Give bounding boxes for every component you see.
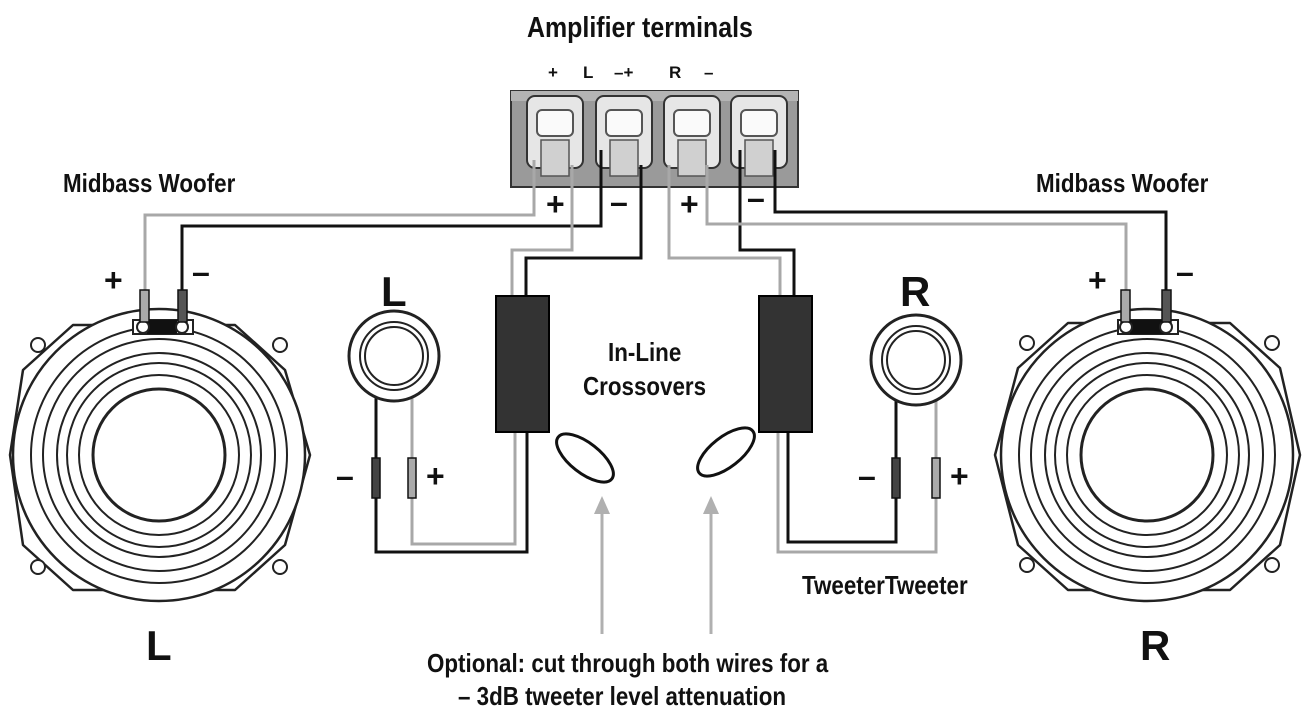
terminal-screw-1	[526, 95, 584, 177]
terminal-label-4: R	[669, 63, 682, 82]
left-woofer	[8, 289, 312, 603]
right-tweeter	[869, 313, 963, 499]
wire-right-xover-minus	[738, 150, 796, 296]
left-tweeter-channel: L	[381, 268, 407, 315]
terminal-screw-4	[730, 95, 788, 177]
terminal-sign-minus-2: –	[747, 180, 765, 216]
wire-left-woofer-minus	[180, 150, 603, 296]
left-tweeter-plus-connector	[407, 457, 417, 499]
left-woofer-plus-sign: +	[104, 262, 123, 298]
tweeter-caption: TweeterTweeter	[802, 570, 968, 600]
right-channel-label: R	[1140, 622, 1171, 669]
left-tweeter	[347, 309, 441, 499]
terminal-sign-minus-1: –	[610, 184, 628, 220]
right-crossover-wire-loop	[696, 426, 756, 478]
left-crossover-wire-loop	[555, 432, 615, 484]
terminal-label-5: –	[704, 63, 714, 82]
terminal-label-3: –+	[614, 63, 634, 82]
right-crossover	[696, 295, 813, 478]
right-woofer	[993, 289, 1302, 603]
right-woofer-plus-sign: +	[1088, 262, 1107, 298]
left-crossover	[495, 295, 615, 484]
terminal-label-1: +	[548, 63, 558, 82]
right-tweeter-plus-sign: +	[950, 458, 969, 494]
left-tweeter-plus-sign: +	[426, 458, 445, 494]
left-tweeter-minus-sign: –	[336, 458, 354, 494]
left-woofer-label: Midbass Woofer	[63, 168, 236, 198]
wire-left-xover-minus	[524, 165, 643, 296]
terminal-screw-2	[595, 95, 653, 177]
right-woofer-minus-connector	[1161, 289, 1172, 323]
note-line2: – 3dB tweeter level attenuation	[458, 681, 787, 711]
note-line1: Optional: cut through both wires for a	[427, 648, 829, 678]
terminal-sign-plus-1: +	[546, 186, 565, 222]
amplifier-terminal-block	[510, 90, 799, 188]
cut-arrows	[594, 496, 719, 634]
wire-right-woofer-plus	[705, 165, 1128, 296]
left-woofer-minus-connector	[177, 289, 188, 323]
wire-left-woofer-plus	[143, 160, 536, 296]
left-woofer-minus-sign: –	[192, 254, 210, 290]
right-tweeter-minus-sign: –	[858, 458, 876, 494]
left-woofer-plus-connector	[139, 289, 150, 323]
left-channel-label: L	[146, 622, 172, 669]
right-tweeter-minus-connector	[891, 457, 901, 499]
terminal-screw-3	[663, 95, 721, 177]
left-tweeter-minus-connector	[371, 457, 381, 499]
right-woofer-label: Midbass Woofer	[1036, 168, 1209, 198]
right-tweeter-plus-connector	[931, 457, 941, 499]
right-woofer-plus-connector	[1120, 289, 1131, 323]
right-tweeter-channel: R	[900, 268, 931, 315]
diagram-title: Amplifier terminals	[527, 12, 753, 44]
crossovers-label-line2: Crossovers	[583, 371, 707, 401]
wire-left-xover-plus	[510, 165, 574, 296]
terminal-sign-plus-2: +	[680, 186, 699, 222]
crossovers-label-line1: In-Line	[608, 337, 682, 367]
wire-right-xover-plus	[667, 165, 782, 296]
terminal-label-2: L	[583, 63, 594, 82]
wire-right-woofer-minus	[773, 150, 1168, 296]
right-woofer-minus-sign: –	[1176, 254, 1194, 290]
